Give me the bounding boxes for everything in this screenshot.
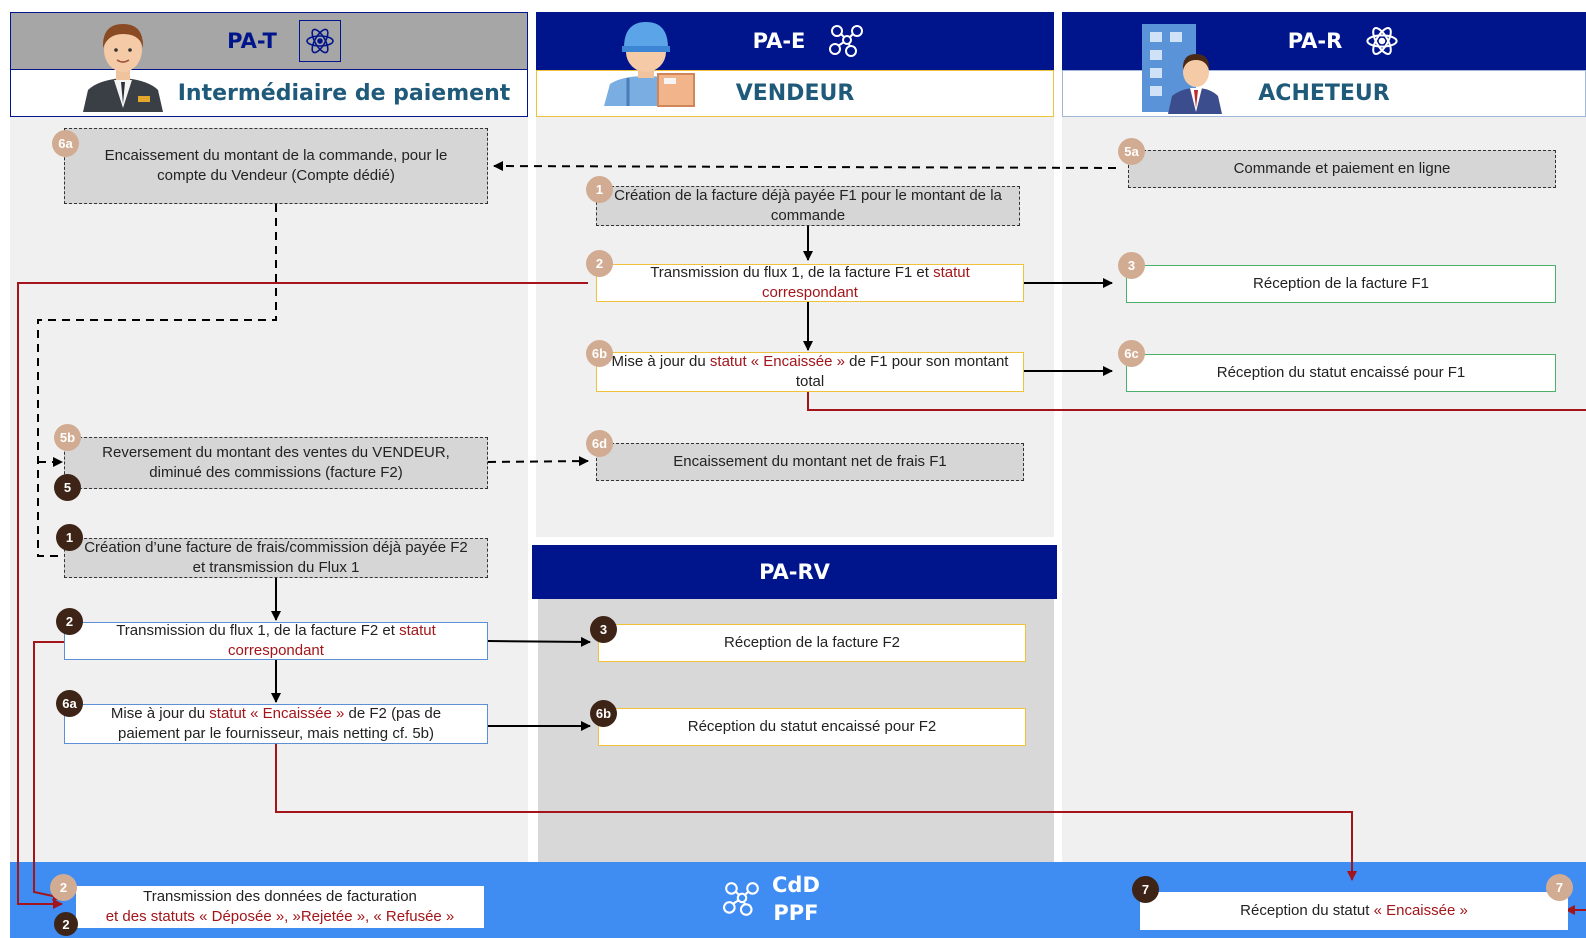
lane-par-background — [1062, 117, 1586, 863]
step-6b-maj-statut-f1: Mise à jour du statut « Encaissée » de F… — [596, 352, 1024, 392]
step-7-text-a: Réception du statut — [1240, 901, 1374, 919]
step-2-cdd-line2: et des statuts « Déposée », »Rejetée », … — [105, 908, 455, 925]
step-badge: 5b — [54, 424, 81, 451]
step-badge: 6a — [56, 690, 83, 717]
header-pat: PA-T — [10, 12, 528, 70]
step-1-f2-text: Création d’une facture de frais/commissi… — [84, 538, 468, 576]
step-6d-text: Encaissement du montant net de frais F1 — [673, 452, 947, 470]
step-badge: 3 — [590, 616, 617, 643]
header-pat-role-label: Intermédiaire de paiement — [177, 80, 511, 106]
step-2-f1-text: Transmission du flux 1, de la facture F1… — [611, 263, 1009, 304]
step-6a-encaissement-text: Encaissement du montant de la commande, … — [104, 146, 448, 184]
step-6c-reception-statut-f1: Réception du statut encaissé pour F1 — [1126, 354, 1556, 392]
atom-icon — [298, 20, 341, 62]
ppf-label: PPF — [773, 901, 819, 925]
step-2-transmission-donnees-cdd: Transmission des données de facturation … — [76, 886, 484, 928]
step-2-cdd-line1: Transmission des données de facturation — [143, 887, 417, 905]
header-pae-code: PA-E — [752, 29, 806, 53]
red-t2-to-cdd — [33, 641, 64, 902]
network-icon — [723, 882, 759, 916]
step-6b-reception-statut-f2: Réception du statut encaissé pour F2 — [598, 708, 1026, 746]
step-badge: 5a — [1118, 138, 1145, 165]
cdd-ppf-label: CdD PPF — [720, 866, 840, 932]
step-7-text-status: « Encaissée » — [1373, 901, 1468, 919]
step-badge: 6b — [590, 700, 617, 727]
step-2-f2-text-status: statut correspondant — [228, 621, 436, 659]
step-badge: 7 — [1132, 876, 1159, 903]
step-badge: 1 — [56, 524, 83, 551]
step-6a-encaissement-commande: Encaissement du montant de la commande, … — [64, 128, 488, 204]
step-2-f1-text-a: Transmission du flux 1, de la facture F1… — [650, 263, 934, 281]
step-6a-f2-text-b: de F2 (pas de paiement par le fournisseu… — [118, 704, 442, 742]
step-3-f2-text: Réception de la facture F2 — [724, 633, 900, 651]
step-6b-f2-text: Réception du statut encaissé pour F2 — [687, 717, 937, 735]
step-badge: 6c — [1118, 340, 1145, 367]
step-6a-f2-text-status: statut « Encaissée » — [209, 704, 345, 722]
step-5b-reversement: Reversement du montant des ventes du VEN… — [64, 437, 488, 489]
red-e2-to-cdd — [17, 282, 588, 909]
red-t6a-to-c7 — [275, 744, 1357, 881]
red-e6b-to-cdd — [807, 392, 1586, 411]
header-pae: PA-E — [536, 12, 1054, 70]
step-3-reception-f2: Réception de la facture F2 — [598, 624, 1026, 662]
header-pae-role-label: VENDEUR — [735, 81, 855, 106]
header-parv-code: PA-RV — [759, 560, 830, 584]
cdd-label: CdD — [772, 872, 820, 897]
step-1-creation-f1: Création de la facture déjà payée F1 pou… — [596, 186, 1020, 226]
payment-intermediary-avatar — [83, 24, 163, 112]
step-6a-f2-text: Mise à jour du statut « Encaissée » de F… — [79, 704, 473, 745]
header-pat-code: PA-T — [227, 29, 277, 53]
step-3-f1-text: Réception de la facture F1 — [1253, 274, 1429, 292]
atom-icon — [1366, 27, 1398, 55]
step-6a-f2-text-a: Mise à jour du — [110, 704, 210, 722]
step-6b-f1-text-b: de F1 pour son montant total — [795, 352, 1009, 390]
step-7-text: Réception du statut « Encaissée » — [1240, 901, 1468, 921]
step-6d-encaissement-net: Encaissement du montant net de frais F1 — [596, 443, 1024, 481]
buyer-avatar — [1142, 24, 1222, 114]
step-badge: 6d — [586, 430, 613, 457]
step-badge: 2 — [54, 912, 78, 936]
arrow-5a-to-6a — [493, 161, 1117, 172]
dashed-6a-to-1 — [37, 204, 277, 557]
step-2-transmission-f2: Transmission du flux 1, de la facture F2… — [64, 622, 488, 660]
step-6b-f1-text: Mise à jour du statut « Encaissée » de F… — [611, 352, 1009, 393]
step-3-reception-f1: Réception de la facture F1 — [1126, 265, 1556, 303]
step-badge: 2 — [50, 874, 77, 901]
step-1-f1-text: Création de la facture déjà payée F1 pou… — [614, 186, 1002, 224]
step-6c-text: Réception du statut encaissé pour F1 — [1216, 363, 1466, 381]
step-1-creation-f2: Création d’une facture de frais/commissi… — [64, 538, 488, 578]
step-6b-f1-text-a: Mise à jour du — [611, 352, 710, 370]
step-2-f2-text-a: Transmission du flux 1, de la facture F2… — [116, 621, 400, 639]
step-7-reception-statut-encaissee: Réception du statut « Encaissée » — [1140, 892, 1568, 930]
arrow-t2-to-rv3 — [487, 636, 591, 647]
step-badge: 2 — [56, 608, 83, 635]
step-badge: 5 — [54, 474, 81, 501]
step-badge: 1 — [586, 176, 613, 203]
step-6a-maj-statut-f2: Mise à jour du statut « Encaissée » de F… — [64, 704, 488, 744]
vendor-avatar — [604, 22, 695, 107]
step-badge: 7 — [1546, 874, 1573, 901]
step-badge: 2 — [586, 250, 613, 277]
step-badge: 6b — [586, 340, 613, 367]
step-badge: 3 — [1118, 252, 1145, 279]
header-par-code: PA-R — [1287, 29, 1343, 53]
step-5b-text: Reversement du montant des ventes du VEN… — [102, 443, 450, 481]
step-6b-f1-text-status: statut « Encaissée » — [709, 352, 846, 370]
network-icon — [829, 25, 864, 57]
step-5a-commande-paiement: Commande et paiement en ligne — [1128, 150, 1556, 188]
arrow-5b-to-6d — [487, 456, 589, 467]
header-par-role-label: ACHETEUR — [1258, 81, 1390, 106]
step-2-transmission-f1: Transmission du flux 1, de la facture F1… — [596, 264, 1024, 302]
step-2-f2-text: Transmission du flux 1, de la facture F2… — [79, 621, 473, 662]
step-5a-text: Commande et paiement en ligne — [1233, 159, 1451, 177]
step-2-f1-text-status: statut correspondant — [762, 263, 970, 301]
header-pae-role: VENDEUR — [536, 70, 1054, 117]
step-badge: 6a — [52, 130, 79, 157]
header-parv: PA-RV — [532, 545, 1057, 599]
